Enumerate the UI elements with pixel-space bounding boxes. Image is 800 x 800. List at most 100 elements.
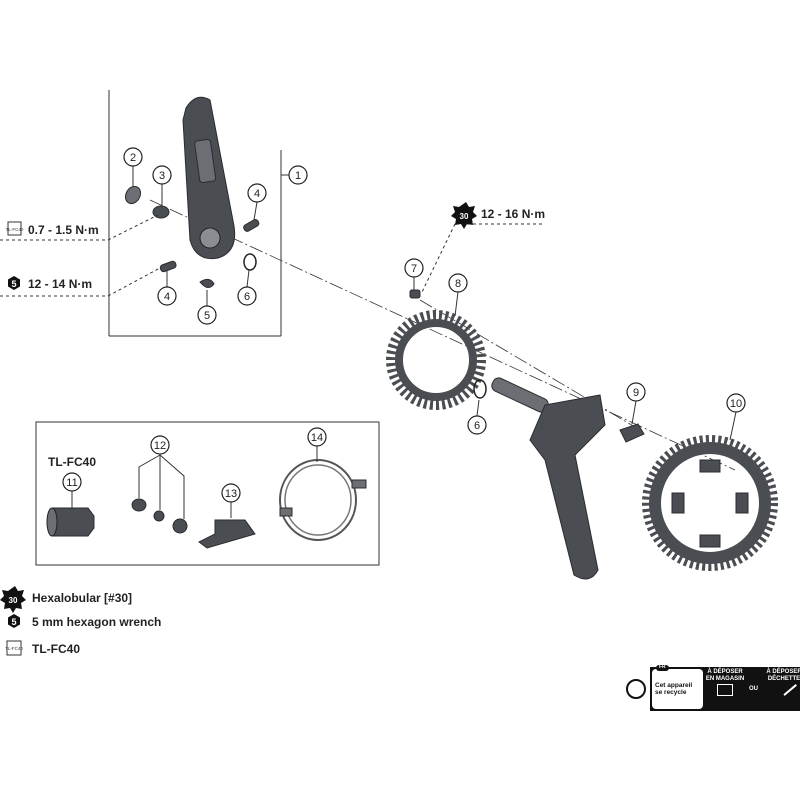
callout-circle [150,435,170,455]
triman-icon [626,679,646,699]
recycle-info-panel: FR Cet appareil se recycle À DÉPOSER EN … [650,664,800,711]
legend-item-hexalobular: 30 Hexalobular [#30] [0,586,132,613]
recycle-line2: se recycle [655,689,687,696]
tool-icon [6,640,22,656]
svg-text:12 - 14 N·m: 12 - 14 N·m [28,277,92,291]
callout-number: 6 [244,291,250,303]
svg-text:5 mm hexagon wrench: 5 mm hexagon wrench [32,615,161,629]
callout-c14: 14 [307,427,327,447]
tl-fc40-tool-icon [7,221,22,236]
leader-lines-left [132,166,258,306]
part-12-caps [131,454,188,534]
callout-circle [626,382,646,402]
callout-c13: 13 [221,483,241,503]
callout-c10: 10 [726,393,746,413]
right-crank-arm [491,377,606,580]
dump-label: À DÉPOSER EN DÉCHETTERIE [766,669,800,682]
callout-circle [307,427,327,447]
callout-c6b: 6 [467,415,487,435]
hexalobular-icon [451,202,477,229]
part-7-bolt [409,289,421,299]
callout-circle [237,286,257,306]
store-label: À DÉPOSER EN MAGASIN [705,669,745,682]
callout-number: 7 [411,263,417,275]
callout-circle [152,165,172,185]
svg-text:30: 30 [9,596,18,605]
callout-circle [221,483,241,503]
torque-tl-fc40: TL-FC40 0.7 - 1.5 N·m [6,221,99,237]
callout-c4a: 4 [247,183,267,203]
part-4-bolt-b [159,260,177,273]
part-11-tool [46,507,95,537]
callout-c3: 3 [152,165,172,185]
svg-text:12 - 16 N·m: 12 - 16 N·m [481,207,545,221]
part-4-bolt-a [243,219,260,232]
callout-number: 8 [455,278,461,290]
tool-box-label: TL-FC40 [48,455,96,469]
callout-circle [157,286,177,306]
part-10-outer-chainring [642,435,778,571]
callout-c8: 8 [448,273,468,293]
callout-c11: 11 [62,472,82,492]
callout-circle [62,472,82,492]
callout-c5: 5 [197,305,217,325]
callout-circle [247,183,267,203]
callout-c1: 1 [288,165,308,185]
store-icon [717,684,733,697]
callout-number: 13 [225,488,237,500]
callout-circle [467,415,487,435]
svg-text:30: 30 [460,212,469,221]
callout-c12: 12 [150,435,170,455]
recycle-message: FR Cet appareil se recycle [652,664,703,709]
callout-c6a: 6 [237,286,257,306]
callout-c9: 9 [626,382,646,402]
recycle-store-option: À DÉPOSER EN MAGASIN [703,669,747,709]
callout-c4b: 4 [157,286,177,306]
svg-text:Hexalobular [#30]: Hexalobular [#30] [32,591,132,605]
legend-item-tl-fc40: TL-FC40 TL-FC40 [5,640,80,656]
callout-c7: 7 [404,258,424,278]
svg-text:5: 5 [11,279,16,289]
legend-item-hex-wrench: 5 5 mm hexagon wrench [8,614,161,629]
part-2-cap [124,185,142,205]
callout-circle [404,258,424,278]
callout-number: 4 [164,291,170,303]
svg-text:TL-FC40: TL-FC40 [5,646,23,651]
dump-icon [782,684,796,694]
leader-lines-right [413,277,737,441]
svg-text:TL-FC40: TL-FC40 [32,642,80,656]
callout-number: 4 [254,188,260,200]
left-crank-arm [182,96,236,260]
callout-number: 2 [130,152,136,164]
recycle-logo: FR Cet appareil se recycle À DÉPOSER EN … [626,664,800,712]
torque-hex5: 5 12 - 14 N·m [8,276,92,291]
recycle-line1: Cet appareil [655,681,693,689]
country-badge: FR [656,664,669,671]
svg-text:TL-FC40: TL-FC40 [6,227,24,232]
leader-lines-tools [71,446,318,518]
part-6-oring-b [473,379,487,399]
callout-circle [123,147,143,167]
callout-number: 6 [474,420,480,432]
svg-text:5: 5 [11,617,16,627]
hexagon-wrench-icon [8,614,20,628]
torque-hexalobular30: 30 12 - 16 N·m [451,202,545,229]
part-3-nut [152,205,170,219]
callout-c2: 2 [123,147,143,167]
part-14-cable [279,459,367,541]
part-13-plate [198,519,256,549]
part-6-oring-a [243,253,257,271]
callout-circle [448,273,468,293]
included-tools-box [35,421,380,566]
callout-circle [197,305,217,325]
callout-circle [288,165,308,185]
part-5-plate [199,278,215,288]
axis-chainring-bolt [419,299,641,431]
callout-number: 10 [730,398,742,410]
hexalobular-icon [0,586,26,613]
part-9-cover [619,423,645,443]
callout-number: 5 [204,310,210,322]
callout-number: 3 [159,170,165,182]
